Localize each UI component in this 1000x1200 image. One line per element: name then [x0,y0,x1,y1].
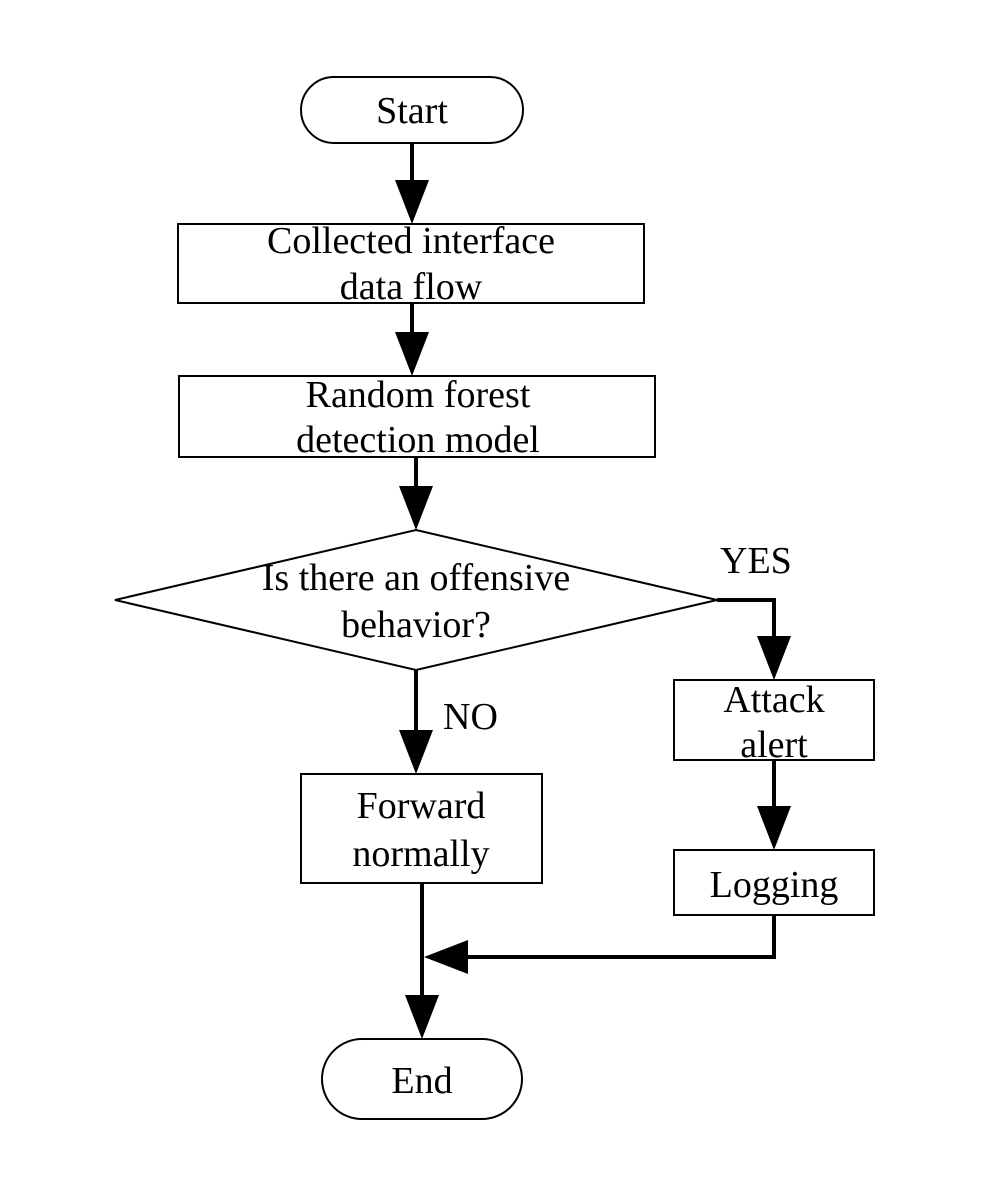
decision-diamond [114,528,718,672]
collect-data-line2: data flow [340,266,483,308]
edge-logging-to-merge [424,915,776,974]
collect-data-node: Collected interface data flow [177,220,645,308]
detection-model-line2: detection model [296,419,540,461]
edge-start-to-collect [395,143,429,224]
forward-normally-node: Forward normally [300,773,543,884]
end-node: End [321,1038,523,1120]
attack-alert-node: Attack alert [673,679,875,766]
logging-node: Logging [673,849,875,916]
end-label: End [391,1060,452,1102]
connector-line [468,915,776,959]
decision-line2: behavior? [341,604,491,646]
no-branch-label: NO [443,696,498,738]
arrowhead-icon [399,486,433,530]
detection-model-box [178,375,656,458]
forward-normally-line1: Forward [357,785,486,827]
edge-forward-to-end [405,883,439,1039]
edge-alert-to-logging [757,760,791,850]
arrowhead-icon [399,730,433,774]
arrowhead-icon [757,806,791,850]
offensive-behavior-decision: Is there an offensive behavior? [114,528,718,672]
start-label: Start [376,90,448,132]
edge-decision-yes-to-alert: YES [717,540,792,680]
attack-alert-line1: Attack [723,679,824,721]
logging-label: Logging [710,864,839,906]
start-node: Start [300,76,524,144]
arrowhead-icon [757,636,791,680]
collect-data-line1: Collected interface [267,220,555,262]
arrowhead-icon [395,332,429,376]
detection-model-node: Random forest detection model [178,374,656,461]
detection-model-line1: Random forest [306,374,531,416]
forward-normally-line2: normally [352,833,489,875]
attack-alert-line2: alert [740,724,808,766]
collect-data-box [177,223,645,304]
arrowhead-icon [405,995,439,1039]
decision-line1: Is there an offensive [262,557,570,599]
yes-branch-label: YES [720,540,792,582]
edge-model-to-decision [399,457,433,530]
edge-decision-no-to-forward: NO [399,670,498,774]
arrowhead-icon [424,940,468,974]
edge-collect-to-model [395,303,429,376]
forward-normally-box [300,773,543,884]
arrowhead-icon [395,180,429,224]
connector-line [717,598,776,636]
